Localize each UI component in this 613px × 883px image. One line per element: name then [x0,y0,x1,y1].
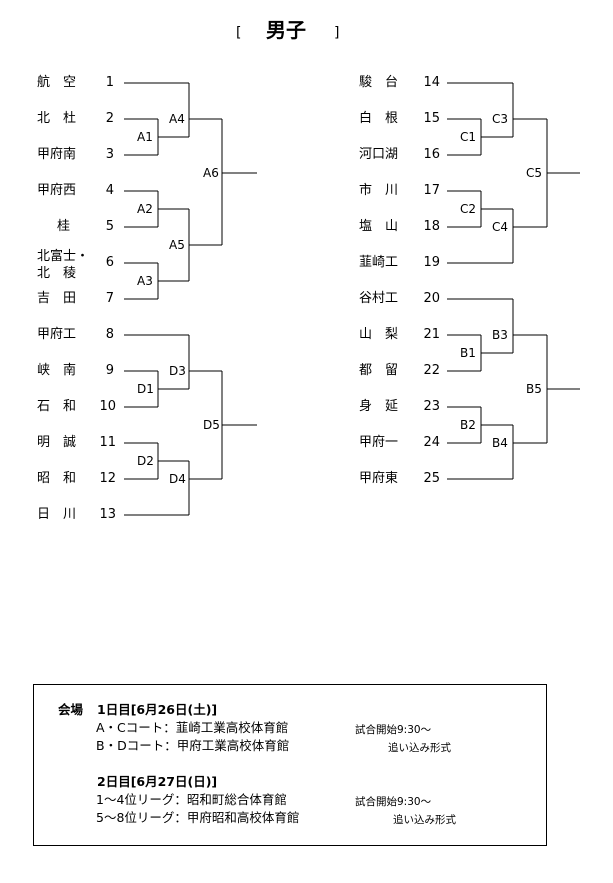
day1-start-time: 試合開始9:30～ [355,724,432,736]
team-name: 峡 南 [37,363,77,378]
match-label-d3: D3 [169,364,186,378]
team-number: 20 [423,291,440,306]
team-name: 河口湖 [359,147,399,162]
team-number: 16 [423,147,440,162]
team-number: 11 [99,435,116,450]
match-label-d1: D1 [137,382,154,396]
title-bracket-open: [ [236,25,242,41]
team-name: 甲府南 [37,147,77,162]
team-number: 15 [423,111,440,126]
day2-league-1-4: 1～4位リーグ：昭和町総合体育館 [96,792,287,807]
match-label-c1: C1 [460,130,477,144]
team-number: 7 [105,291,114,306]
team-number: 13 [99,507,116,522]
day1-court-bd: B・Dコート：甲府工業高校体育館 [96,738,290,753]
team-name: 航 空 [37,75,77,90]
match-label-b2: B2 [460,418,476,432]
match-label-a1: A1 [137,130,153,144]
team-name: 吉 田 [37,291,77,306]
team-number: 12 [99,471,116,486]
match-label-a2: A2 [137,202,153,216]
day1-court-ac: A・Cコート：韮崎工業高校体育館 [96,720,289,735]
team-name: 甲府工 [37,327,77,342]
tournament-bracket [124,82,580,516]
team-name: 昭 和 [37,471,77,486]
day2-league-5-8: 5～8位リーグ：甲府昭和高校体育館 [96,810,300,825]
match-label-b5: B5 [526,382,542,396]
team-number: 23 [423,399,440,414]
team-name: 桂 [57,219,71,234]
team-number: 4 [105,183,114,198]
team-number: 1 [105,75,114,90]
match-label-b1: B1 [460,346,476,360]
team-name: 都 留 [359,363,399,378]
team-name: 韮崎工 [359,255,399,270]
match-label-a3: A3 [137,274,153,288]
team-number: 2 [105,111,114,126]
team-name: 日 川 [37,507,77,522]
match-label-b3: B3 [492,328,508,342]
team-name: 甲府東 [359,471,399,486]
team-number: 6 [105,255,114,270]
team-name: 身 延 [359,399,399,414]
team-number: 22 [423,363,440,378]
team-number: 9 [105,363,114,378]
team-number: 10 [99,399,116,414]
match-label-d2: D2 [137,454,154,468]
team-number: 25 [423,471,440,486]
team-number: 17 [423,183,440,198]
venue-label: 会場 [58,702,84,717]
match-label-d4: D4 [169,472,186,486]
team-name: 北富士・ 北 稜 [37,249,90,281]
team-number: 3 [105,147,114,162]
team-number: 19 [423,255,440,270]
team-name: 北 杜 [37,111,77,126]
team-name: 甲府一 [359,435,399,450]
day1-heading: 1日目[6月26日(土)] [97,702,218,717]
team-name: 駿 台 [359,75,399,90]
team-name: 白 根 [359,111,399,126]
match-label-c3: C3 [492,112,509,126]
day2-format: 追い込み形式 [393,814,456,826]
team-name: 山 梨 [359,327,399,342]
team-number: 24 [423,435,440,450]
team-number: 5 [105,219,114,234]
team-number: 14 [423,75,440,90]
day1-format: 追い込み形式 [388,742,451,754]
match-label-c2: C2 [460,202,477,216]
team-name: 甲府西 [37,183,77,198]
day2-start-time: 試合開始9:30～ [355,796,432,808]
bracket-lines [124,82,580,516]
team-name: 明 誠 [37,435,77,450]
match-label-b4: B4 [492,436,508,450]
match-label-a4: A4 [169,112,185,126]
match-label-a5: A5 [169,238,185,252]
page-title: 男子 [266,18,306,42]
team-name: 塩 山 [359,219,399,234]
team-name: 市 川 [359,183,399,198]
title-bracket-close: ] [334,25,340,41]
team-number: 18 [423,219,440,234]
team-number: 8 [105,327,114,342]
day2-heading: 2日目[6月27日(日)] [97,774,218,789]
team-name: 谷村工 [359,291,399,306]
venue-info-box: 会場 1日目[6月26日(土)] A・Cコート：韮崎工業高校体育館 B・Dコート… [33,684,547,846]
match-label-c5: C5 [526,166,543,180]
team-number: 21 [423,327,440,342]
team-name: 石 和 [37,399,77,414]
match-label-c4: C4 [492,220,509,234]
match-label-a6: A6 [203,166,219,180]
match-label-d5: D5 [203,418,220,432]
